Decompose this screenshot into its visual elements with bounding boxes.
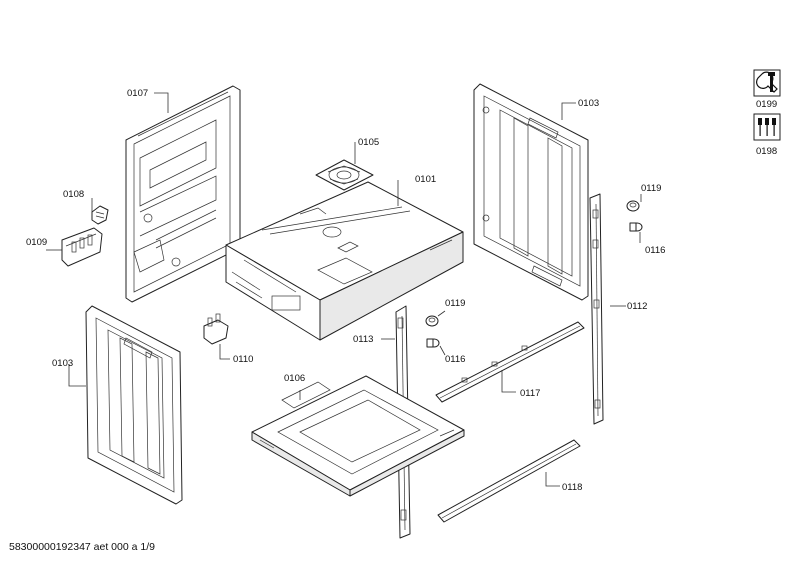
screwdriver-icon xyxy=(758,118,776,136)
label-0106: 0106 xyxy=(284,373,305,384)
label-0116-top: 0116 xyxy=(645,245,665,256)
part-top-cover[interactable] xyxy=(225,181,464,341)
label-0117: 0117 xyxy=(520,388,540,399)
label-0101: 0101 xyxy=(415,174,436,185)
label-0110: 0110 xyxy=(233,354,253,365)
label-0198: 0198 xyxy=(756,146,777,157)
part-knob-top[interactable] xyxy=(626,200,640,212)
part-knob-middle[interactable] xyxy=(425,315,439,327)
leader-lines xyxy=(46,92,642,487)
label-0119-top: 0119 xyxy=(641,183,661,194)
part-rear-panel[interactable] xyxy=(125,85,241,303)
label-0118: 0118 xyxy=(562,482,582,493)
part-rail-right[interactable] xyxy=(589,193,604,425)
part-clip[interactable] xyxy=(91,205,109,225)
label-0116-mid: 0116 xyxy=(445,354,465,365)
label-0103-left: 0103 xyxy=(52,358,73,369)
part-switch-block[interactable] xyxy=(61,227,103,267)
part-slide-rail-lower[interactable] xyxy=(437,439,581,523)
label-0103-right: 0103 xyxy=(578,98,599,109)
part-labels: 0107 0105 0101 0103 0108 0109 0119 0116 … xyxy=(26,88,665,493)
service-icon-box[interactable]: 0199 xyxy=(753,69,781,110)
document-code: 58300000192347 aet 000 a 1/9 xyxy=(9,541,155,553)
label-0105: 0105 xyxy=(358,137,379,148)
part-bushing-top[interactable] xyxy=(629,222,643,232)
label-0119-mid: 0119 xyxy=(445,298,465,309)
part-side-panel-left[interactable] xyxy=(85,305,183,505)
part-floor-tray[interactable] xyxy=(251,375,465,497)
label-0107: 0107 xyxy=(127,88,148,99)
label-0108: 0108 xyxy=(63,189,84,200)
tools-icon-box[interactable]: 0198 xyxy=(753,113,781,157)
label-0113: 0113 xyxy=(353,334,373,345)
wrench-icon xyxy=(756,71,778,93)
part-bracket[interactable] xyxy=(203,313,229,345)
part-side-panel-right[interactable] xyxy=(473,83,589,301)
part-bushing-middle[interactable] xyxy=(426,338,440,348)
label-0199: 0199 xyxy=(756,99,777,110)
part-slide-rail-upper[interactable] xyxy=(435,321,585,403)
label-0112: 0112 xyxy=(627,301,647,312)
part-fan-bracket[interactable] xyxy=(315,159,374,191)
label-0109: 0109 xyxy=(26,237,47,248)
